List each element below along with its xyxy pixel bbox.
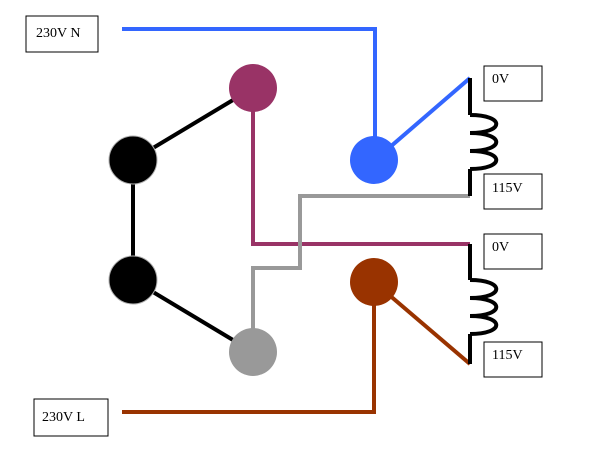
terminal-black-bottom — [108, 255, 158, 305]
grey-wire — [251, 194, 470, 352]
label-lower-115v: 115V — [483, 341, 543, 378]
terminal-grey — [229, 328, 277, 376]
label-230v-n-text: 230V N — [36, 26, 80, 41]
upper-coil-winding — [469, 113, 499, 171]
label-lower-0v-text: 0V — [492, 240, 509, 255]
label-upper-115v: 115V — [483, 173, 543, 210]
label-lower-115v-text: 115V — [492, 348, 523, 363]
terminal-blue — [350, 136, 398, 184]
terminal-black-top — [108, 135, 158, 185]
neutral-wire — [122, 27, 377, 160]
lower-coil — [468, 244, 499, 364]
label-upper-0v-text: 0V — [492, 72, 509, 87]
label-upper-115v-text: 115V — [492, 181, 523, 196]
purple-wire — [251, 88, 470, 246]
label-230v-l-text: 230V L — [42, 410, 85, 425]
upper-coil — [468, 78, 499, 196]
terminal-purple — [229, 64, 277, 112]
label-lower-0v: 0V — [483, 233, 543, 270]
label-upper-0v: 0V — [483, 65, 543, 102]
terminal-brown — [350, 258, 398, 306]
lower-coil-winding — [469, 278, 499, 336]
label-230v-l: 230V L — [33, 398, 109, 437]
label-230v-n: 230V N — [25, 15, 99, 53]
live-wire — [122, 282, 376, 414]
